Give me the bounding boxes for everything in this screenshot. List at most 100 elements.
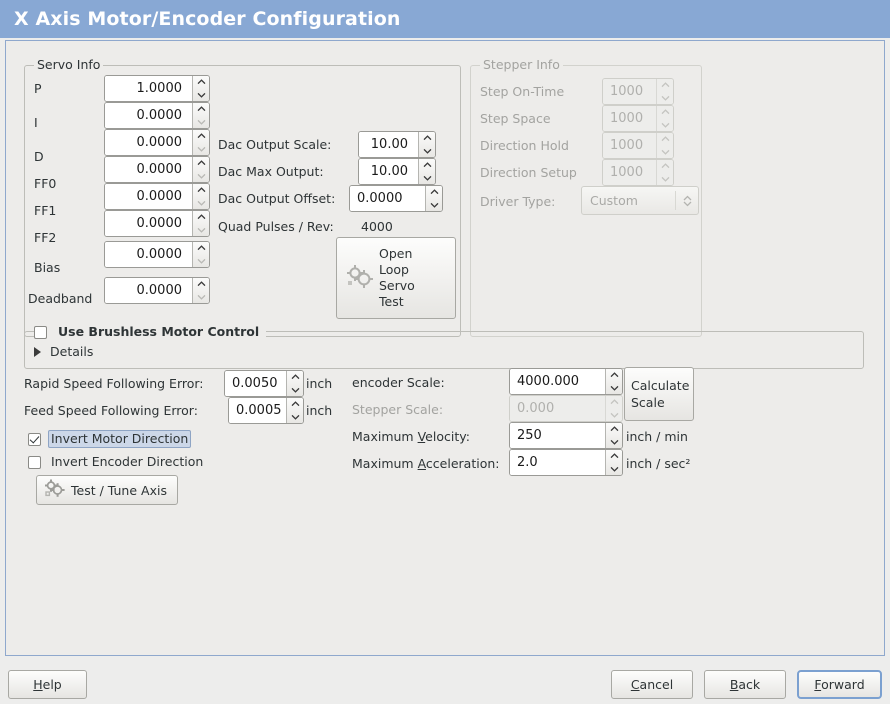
spin-maximum-acceleration[interactable]: 2.0: [509, 449, 623, 476]
spin-up-icon[interactable]: [193, 184, 209, 197]
details-expander[interactable]: Details: [33, 344, 93, 359]
spin-down-icon[interactable]: [193, 116, 209, 129]
spin-dac-output-offset-value[interactable]: 0.0000: [350, 186, 425, 211]
chevron-right-icon[interactable]: [34, 346, 41, 357]
spin-up-icon[interactable]: [606, 369, 622, 382]
spin-ff0-value[interactable]: 0.0000: [105, 157, 192, 182]
spin-deadband[interactable]: 0.0000: [104, 277, 210, 304]
invert-motor-direction-checkbox[interactable]: Invert Motor Direction: [28, 430, 192, 448]
spin-p-value[interactable]: 1.0000: [105, 76, 192, 101]
spin-dac-output-scale[interactable]: 10.00: [358, 131, 436, 158]
spin-bias-buttons[interactable]: [192, 242, 209, 267]
calculate-scale-line-2: Scale: [631, 395, 665, 410]
spin-down-icon[interactable]: [193, 224, 209, 237]
spin-bias-value[interactable]: 0.0000: [105, 242, 192, 267]
spin-ff1-value[interactable]: 0.0000: [105, 184, 192, 209]
spin-up-icon[interactable]: [287, 371, 303, 384]
spin-up-icon[interactable]: [193, 130, 209, 143]
spin-up-icon[interactable]: [606, 450, 622, 463]
spin-dac-max-output-value[interactable]: 10.00: [359, 159, 418, 184]
spin-dac-output-scale-buttons[interactable]: [418, 132, 435, 157]
spin-rapid-buttons[interactable]: [286, 371, 303, 396]
checkbox-box[interactable]: [34, 325, 47, 339]
spin-bias[interactable]: 0.0000: [104, 241, 210, 268]
spin-down-icon[interactable]: [606, 382, 622, 395]
spin-maximum-velocity-value[interactable]: 250: [510, 423, 605, 448]
spin-i[interactable]: 0.0000: [104, 102, 210, 129]
spin-up-icon[interactable]: [193, 278, 209, 291]
back-button[interactable]: Back: [704, 670, 786, 699]
forward-button[interactable]: Forward: [797, 670, 882, 699]
calculate-scale-button[interactable]: Calculate Scale: [624, 367, 694, 421]
spin-down-icon[interactable]: [606, 463, 622, 476]
spin-up-icon[interactable]: [193, 103, 209, 116]
spin-ff2-value[interactable]: 0.0000: [105, 211, 192, 236]
spin-feed-speed-following-error[interactable]: 0.0005: [228, 397, 304, 424]
spin-maximum-acceleration-value[interactable]: 2.0: [510, 450, 605, 475]
help-button[interactable]: Help: [8, 670, 87, 699]
spin-up-icon[interactable]: [606, 423, 622, 436]
spin-rapid-speed-following-error[interactable]: 0.0050: [224, 370, 304, 397]
spin-d[interactable]: 0.0000: [104, 129, 210, 156]
spin-d-buttons[interactable]: [192, 130, 209, 155]
label-stepper-scale: Stepper Scale:: [352, 402, 444, 417]
checkbox-box[interactable]: [28, 455, 41, 469]
spin-up-icon[interactable]: [287, 398, 303, 411]
spin-up-icon[interactable]: [193, 157, 209, 170]
spin-p[interactable]: 1.0000: [104, 75, 210, 102]
spin-feed-buttons[interactable]: [286, 398, 303, 423]
spin-up-icon[interactable]: [426, 186, 442, 199]
spin-up-icon[interactable]: [193, 211, 209, 224]
use-brushless-motor-control-checkbox[interactable]: Use Brushless Motor Control: [34, 323, 267, 341]
test-tune-axis-button[interactable]: Test / Tune Axis: [36, 475, 178, 505]
spin-down-icon[interactable]: [426, 199, 442, 212]
spin-rapid-value[interactable]: 0.0050: [225, 371, 286, 396]
checkbox-box[interactable]: [28, 432, 41, 446]
spin-ff1-buttons[interactable]: [192, 184, 209, 209]
spin-up-icon[interactable]: [419, 159, 435, 172]
spin-down-icon[interactable]: [287, 411, 303, 424]
spin-ff0[interactable]: 0.0000: [104, 156, 210, 183]
spin-i-value[interactable]: 0.0000: [105, 103, 192, 128]
spin-ff2-buttons[interactable]: [192, 211, 209, 236]
spin-dac-max-output[interactable]: 10.00: [358, 158, 436, 185]
spin-ff2[interactable]: 0.0000: [104, 210, 210, 237]
spin-down-icon[interactable]: [193, 143, 209, 156]
spin-dac-max-output-buttons[interactable]: [418, 159, 435, 184]
spin-feed-value[interactable]: 0.0005: [229, 398, 286, 423]
spin-down-icon[interactable]: [193, 89, 209, 102]
spin-encoder-scale[interactable]: 4000.000: [509, 368, 623, 395]
spin-down-icon[interactable]: [193, 291, 209, 304]
spin-down-icon[interactable]: [287, 384, 303, 397]
spin-dac-output-scale-value[interactable]: 10.00: [359, 132, 418, 157]
spin-ff1[interactable]: 0.0000: [104, 183, 210, 210]
spin-d-value[interactable]: 0.0000: [105, 130, 192, 155]
spin-dac-output-offset[interactable]: 0.0000: [349, 185, 443, 212]
invert-encoder-direction-checkbox[interactable]: Invert Encoder Direction: [28, 453, 206, 471]
spin-maximum-acceleration-buttons[interactable]: [605, 450, 622, 475]
spin-i-buttons[interactable]: [192, 103, 209, 128]
cancel-button[interactable]: Cancel: [611, 670, 693, 699]
spin-dac-output-offset-buttons[interactable]: [425, 186, 442, 211]
spin-down-icon[interactable]: [193, 197, 209, 210]
spin-deadband-buttons[interactable]: [192, 278, 209, 303]
spin-down-icon[interactable]: [193, 170, 209, 183]
spin-deadband-value[interactable]: 0.0000: [105, 278, 192, 303]
spin-encoder-scale-buttons[interactable]: [605, 369, 622, 394]
open-loop-servo-test-button[interactable]: Open Loop Servo Test: [336, 237, 456, 319]
spin-up-icon[interactable]: [193, 242, 209, 255]
spin-encoder-scale-value[interactable]: 4000.000: [510, 369, 605, 394]
spin-maximum-velocity-buttons[interactable]: [605, 423, 622, 448]
spin-ff0-buttons[interactable]: [192, 157, 209, 182]
spin-down-icon[interactable]: [419, 172, 435, 185]
spin-p-buttons[interactable]: [192, 76, 209, 101]
spin-down-icon[interactable]: [193, 255, 209, 268]
label-rapid-speed-following-error: Rapid Speed Following Error:: [24, 376, 204, 391]
spin-down-icon[interactable]: [419, 145, 435, 158]
spin-down-icon: [657, 173, 673, 186]
spin-maximum-velocity[interactable]: 250: [509, 422, 623, 449]
spin-down-icon[interactable]: [606, 436, 622, 449]
spin-up-icon[interactable]: [193, 76, 209, 89]
spin-up-icon[interactable]: [419, 132, 435, 145]
spin-down-icon: [606, 409, 622, 422]
